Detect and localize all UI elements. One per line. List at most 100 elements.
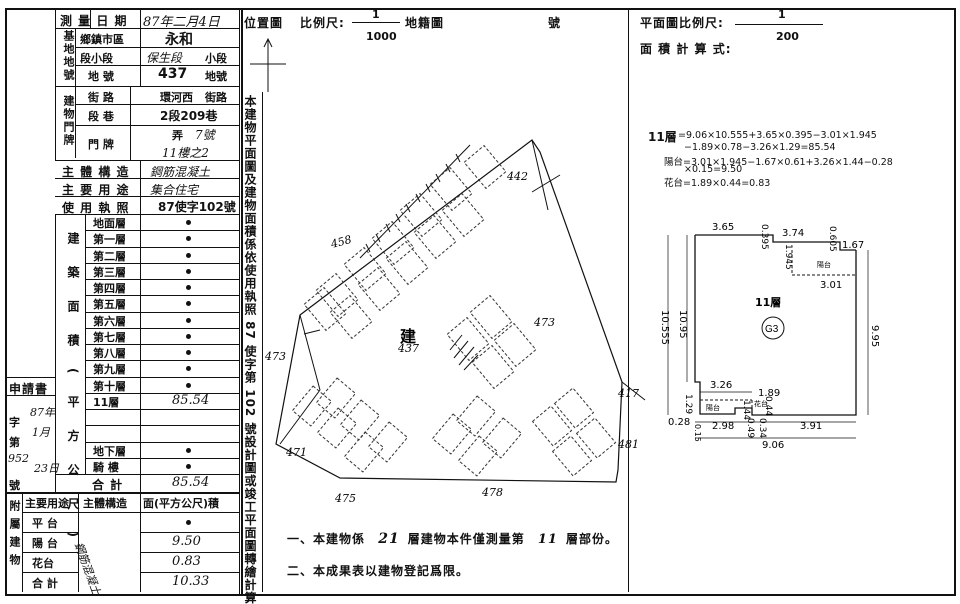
app-num: 952 <box>8 452 29 465</box>
floor-row-dot <box>186 236 191 242</box>
floor-row-dot <box>186 350 191 355</box>
floor-row-line <box>85 360 239 362</box>
dim-326: 3.26 <box>710 380 732 391</box>
floor-row-label: 第五層 <box>93 298 126 312</box>
lot-label-6: 475 <box>334 492 356 505</box>
floor-row-dot <box>186 268 191 274</box>
floor-row-label: 第九層 <box>93 363 126 377</box>
lot-label-7: 478 <box>481 486 503 499</box>
app-year: 87年 <box>30 406 55 419</box>
app-di-label: 第 <box>9 436 20 449</box>
section-label: 段小段 <box>80 52 113 65</box>
floor-row-label: 第八層 <box>93 347 126 360</box>
vertical-note: 本建物平面圖及建物面積係依使用執照 87 使字第 102 號設計圖或竣工平面圖轉… <box>243 95 257 604</box>
lane-value: 2段209巷 <box>160 109 218 123</box>
floor-row-label: 第四層 <box>93 282 126 295</box>
lot-suffix: 地號 <box>205 70 227 83</box>
floor-row-line <box>85 344 239 345</box>
floor-row-line <box>85 262 239 264</box>
subsection-label: 小段 <box>205 52 227 65</box>
district-value: 永和 <box>165 32 193 48</box>
calc-line3: 陽台=3.01×1.945−1.67×0.61+3.26×1.44−0.28 <box>664 157 893 168</box>
dim-10555: 10.555 <box>659 310 670 345</box>
floor-row-label: 地下層 <box>93 444 126 458</box>
attach-row-line <box>140 572 239 573</box>
dim-167: 1.67 <box>842 240 864 251</box>
dim-301: 3.01 <box>820 280 842 291</box>
attach-row-dot <box>186 520 191 525</box>
door-label: 建物門牌 <box>62 95 75 147</box>
dim-044: 0.44 <box>763 396 773 416</box>
cadastral-label: 地籍圖 <box>405 16 445 30</box>
floor-row-dot <box>186 285 191 290</box>
floor-row-line <box>85 311 239 313</box>
floor-row-line <box>85 409 239 410</box>
use-label: 主 要 用 途 <box>62 183 130 197</box>
attach-row-line <box>22 552 78 553</box>
street-value: 環河西 <box>160 91 193 104</box>
attach-row-value: 10.33 <box>172 574 210 589</box>
calc-line1: =9.06×10.555+3.65×0.395−3.01×1.945 <box>678 130 877 141</box>
flower-bed-label: 花台 <box>754 399 768 408</box>
main-border <box>239 8 956 596</box>
floor-row-dot <box>186 463 191 469</box>
floor-row-line <box>85 441 239 443</box>
attach-row-line <box>22 532 78 533</box>
unit-label: G3 <box>765 324 779 335</box>
lot-outline <box>275 139 623 483</box>
dim-top1: 3.65 <box>712 222 734 233</box>
area-group-label: 建築面積(平方公尺) <box>66 232 80 559</box>
footnote1-b: 11 <box>537 532 558 547</box>
dim-1095: 10.95 <box>677 310 688 339</box>
lane-label: 段 巷 <box>88 110 114 123</box>
calc-floor: 11層 <box>648 130 677 144</box>
attach-row-value: 9.50 <box>172 534 201 549</box>
use-value: 集合住宅 <box>150 183 199 197</box>
floor-row-label: 第一層 <box>93 233 126 247</box>
scale-den: 1000 <box>366 30 397 43</box>
floor-row-dot <box>186 382 191 388</box>
floor-row-line <box>85 230 239 232</box>
floor-row-label: 地面層 <box>93 217 126 230</box>
floor-row-line <box>85 246 239 248</box>
alley-value: 7號 <box>195 128 215 142</box>
dim-906: 9.06 <box>762 440 784 451</box>
alley-label: 弄 <box>172 129 183 142</box>
lot-label-9: 417 <box>617 387 639 400</box>
dim-391: 3.91 <box>800 421 822 432</box>
floor-row-label: 11層 <box>93 395 120 409</box>
scale-num: 1 <box>372 8 380 21</box>
survey-date-label: 測 量 日 期 <box>60 14 128 28</box>
floor-row-label: 第七層 <box>93 330 126 344</box>
floor-row-line <box>85 457 239 459</box>
dim-129: 1.29 <box>683 394 693 414</box>
floor-plan-outline <box>694 234 857 416</box>
dim-395: 0.395 <box>759 224 769 250</box>
total-label: 合 計 <box>92 478 124 492</box>
footnote1-a: 21 <box>378 531 400 547</box>
license-value: 87使字102號 <box>158 200 236 214</box>
floor-row-dot <box>186 366 191 372</box>
floor-row-line <box>85 425 239 427</box>
street-label: 街 路 <box>88 91 114 104</box>
attach-row-name: 花台 <box>32 557 54 570</box>
dim-049: 0.49 <box>745 418 755 438</box>
floor-row-line <box>85 376 239 378</box>
lot-label: 地 號 <box>88 70 114 83</box>
calc-line4: ×0.15=9.50 <box>684 164 743 175</box>
hao-label: 號 <box>548 16 562 30</box>
dim-605: 0.605 <box>827 226 837 252</box>
attach-row-line <box>140 532 239 533</box>
north-arrow-icon <box>250 37 286 92</box>
area-calc-label: 面 積 計 算 式: <box>640 42 732 56</box>
dim-028: 0.28 <box>668 417 690 428</box>
dim-top2: 3.74 <box>782 228 804 239</box>
plan-scale-den: 200 <box>776 30 799 43</box>
boundary-hatch <box>359 144 471 259</box>
location-label: 位置圖 <box>244 16 284 30</box>
calc-line2: −1.89×0.78−3.26×1.29=85.54 <box>684 142 836 153</box>
floor-row-line <box>85 279 239 280</box>
attach-row-line <box>22 572 78 573</box>
app-hao-label: 號 <box>9 479 20 492</box>
